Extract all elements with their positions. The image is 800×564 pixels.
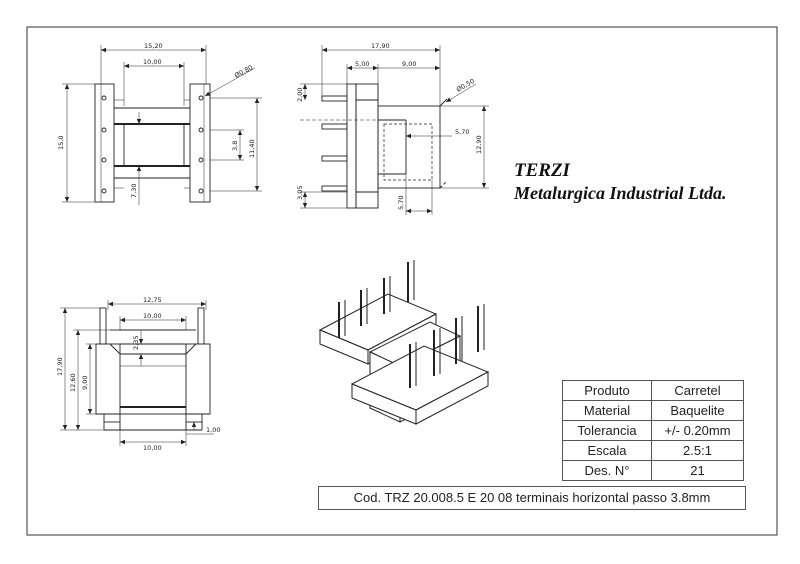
company-name: TERZI <box>514 160 570 181</box>
tolerance-value: +/- 0.20mm <box>651 420 744 441</box>
bottom-pin-height: 1,00 <box>206 426 220 434</box>
front-height: 15,0 <box>57 136 65 150</box>
bottom-window: 9,00 <box>81 376 89 390</box>
bottom-offset: 2,35 <box>132 336 140 350</box>
material-label: Material <box>562 400 652 421</box>
company-full-name: Metalurgica Industrial Ltda. <box>514 183 727 203</box>
title-block-row: Tolerancia +/- 0.20mm <box>562 420 744 441</box>
front-inner-width: 10,00 <box>143 58 162 66</box>
side-overall-length: 17,90 <box>371 42 390 50</box>
sheet-border <box>26 26 778 536</box>
side-top-gap: 2,00 <box>296 88 304 102</box>
product-value: Carretel <box>651 380 744 401</box>
title-block-row: Escala 2.5:1 <box>562 440 744 461</box>
front-pitch: 3,8 <box>231 141 239 151</box>
tolerance-label: Tolerancia <box>562 420 652 441</box>
product-label: Produto <box>562 380 652 401</box>
front-window: 11,40 <box>248 139 256 158</box>
product-code: Cod. TRZ 20.008.5 E 20 08 terminais hori… <box>318 486 746 510</box>
bottom-height: 12,60 <box>69 373 77 392</box>
side-bottom-gap: 3,05 <box>296 186 304 200</box>
side-view-dimensions <box>300 45 489 215</box>
material-value: Baquelite <box>651 400 744 421</box>
side-view <box>300 83 448 209</box>
side-core-width: 5,70 <box>455 128 469 136</box>
bottom-inner-width: 10,00 <box>143 312 162 320</box>
drawing-number-label: Des. N° <box>562 460 652 481</box>
side-height: 12,90 <box>475 135 483 154</box>
front-overall-width: 15,20 <box>144 42 163 50</box>
title-block-table: Produto Carretel Material Baquelite Tole… <box>562 380 744 481</box>
front-view <box>94 83 211 203</box>
side-body-length: 9,00 <box>402 60 416 68</box>
front-pin-diameter: Ø0,80 <box>233 64 254 80</box>
title-block-row: Produto Carretel <box>562 380 744 401</box>
side-pin-diameter: Ø0,50 <box>455 77 476 94</box>
bottom-overall-height: 17,90 <box>56 357 64 376</box>
bottom-view <box>95 307 211 431</box>
drawing-number-value: 21 <box>651 460 744 481</box>
bottom-base-width: 10,00 <box>143 444 162 452</box>
side-core-depth: 5,70 <box>397 196 405 210</box>
title-block-row: Material Baquelite <box>562 400 744 421</box>
bottom-view-dimensions <box>60 300 214 446</box>
side-pin-offset: 5,00 <box>355 60 369 68</box>
bottom-overall-width: 12,75 <box>143 296 162 304</box>
front-view-dimensions <box>62 45 262 205</box>
title-block-row: Des. N° 21 <box>562 460 744 481</box>
scale-value: 2.5:1 <box>651 440 744 461</box>
isometric-view <box>318 260 490 425</box>
front-flange: 7,30 <box>130 184 138 198</box>
scale-label: Escala <box>562 440 652 461</box>
